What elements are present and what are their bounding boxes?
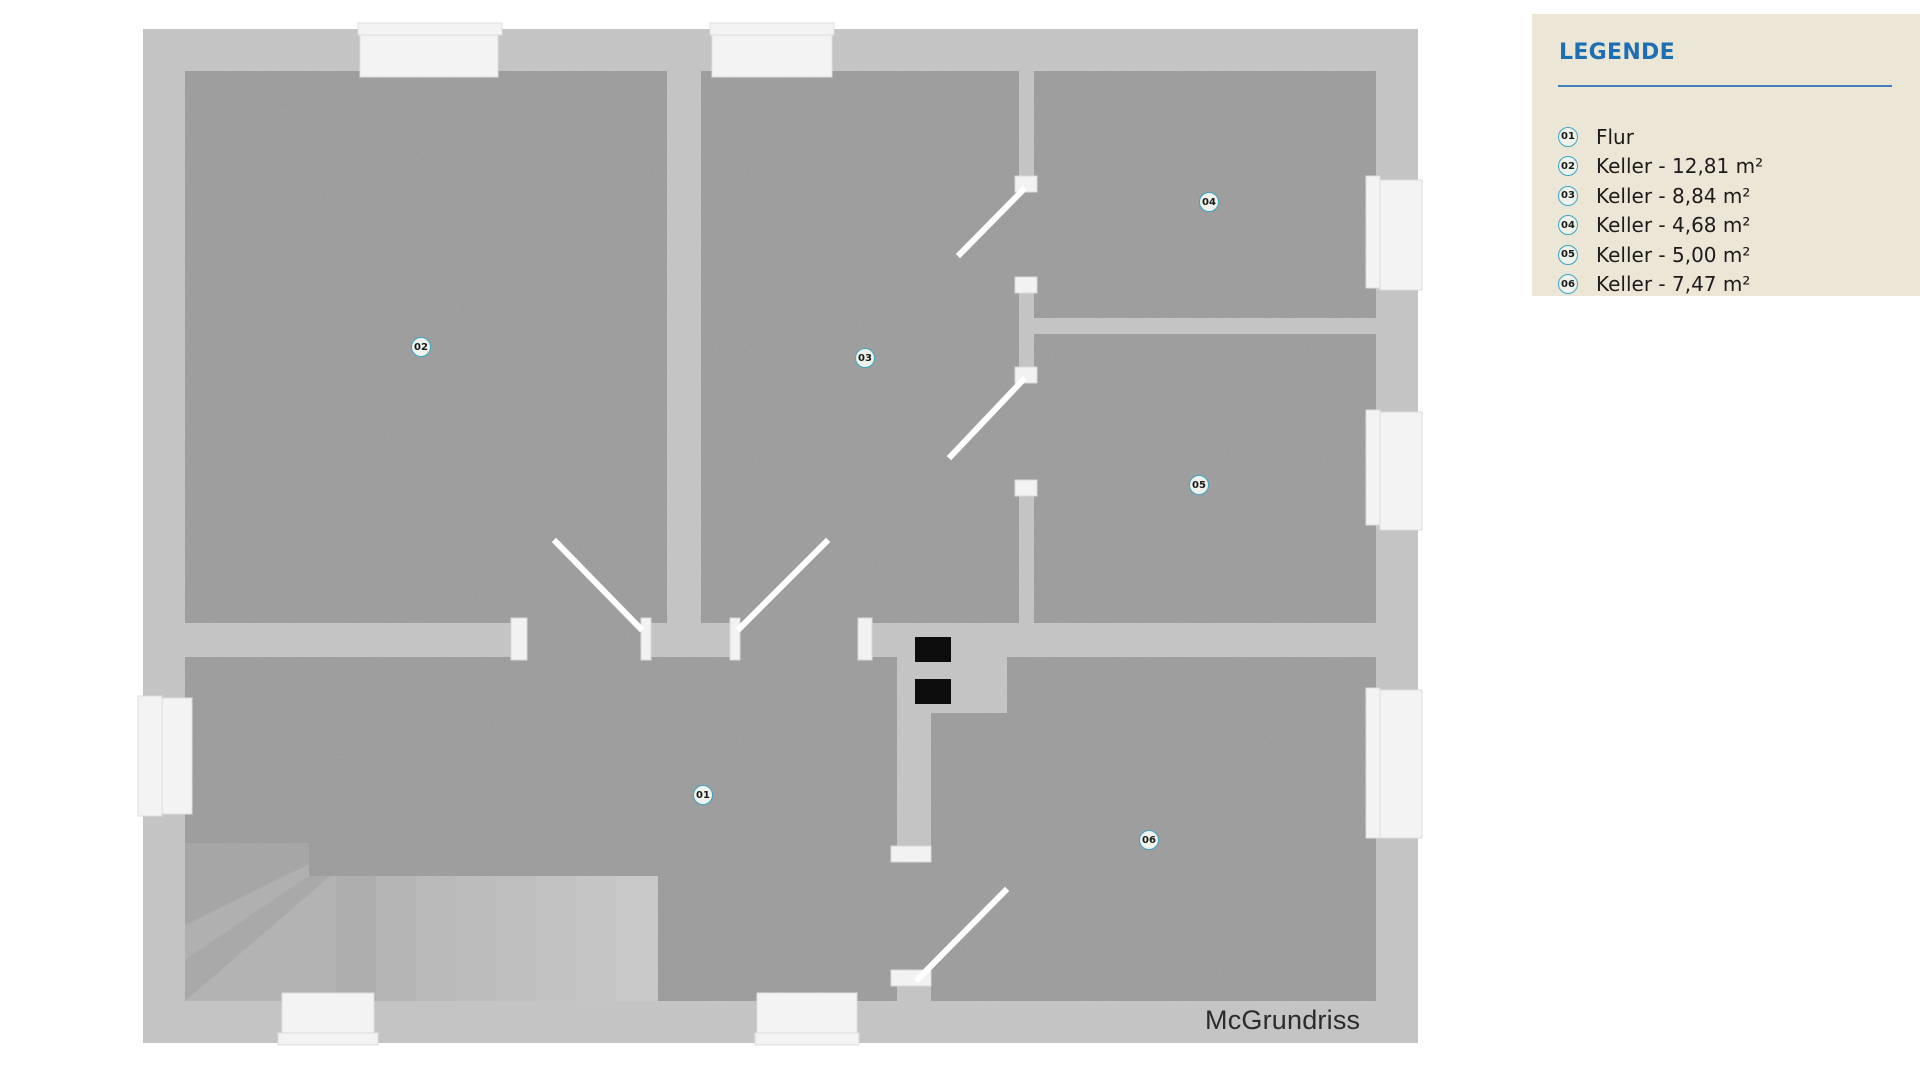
staircase bbox=[185, 843, 658, 1001]
legend-list: 01 Flur 02 Keller - 12,81 m² 03 Keller -… bbox=[1558, 122, 1763, 299]
watermark: McGrundriss bbox=[1205, 1005, 1361, 1035]
chimney-shafts bbox=[915, 637, 951, 704]
legend-item: 04 Keller - 4,68 m² bbox=[1558, 211, 1763, 241]
legend-item-badge: 04 bbox=[1558, 215, 1578, 236]
legend-item-label: Keller - 5,00 m² bbox=[1596, 242, 1751, 267]
legend-item: 03 Keller - 8,84 m² bbox=[1558, 181, 1763, 211]
legend-item-label: Flur bbox=[1596, 124, 1634, 149]
legend-item-badge: 06 bbox=[1558, 274, 1578, 295]
legend-item-badge: 02 bbox=[1558, 156, 1578, 177]
room-badge-04: 04 bbox=[1199, 192, 1219, 212]
legend-item: 02 Keller - 12,81 m² bbox=[1558, 152, 1763, 182]
legend-item-label: Keller - 8,84 m² bbox=[1596, 183, 1751, 208]
legend-item: 05 Keller - 5,00 m² bbox=[1558, 240, 1763, 270]
legend-item-label: Keller - 7,47 m² bbox=[1596, 272, 1751, 297]
legend-item-label: Keller - 12,81 m² bbox=[1596, 154, 1764, 179]
legend-item-label: Keller - 4,68 m² bbox=[1596, 213, 1751, 238]
legend-item-badge: 05 bbox=[1558, 244, 1578, 265]
room-badge-01: 01 bbox=[693, 785, 713, 805]
room-badge-06: 06 bbox=[1139, 830, 1159, 850]
room-badge-03: 03 bbox=[855, 348, 875, 368]
legend-item: 06 Keller - 7,47 m² bbox=[1558, 270, 1763, 300]
legend-item-badge: 03 bbox=[1558, 185, 1578, 206]
door-leaves bbox=[551, 185, 1028, 984]
room-badge-05: 05 bbox=[1189, 475, 1209, 495]
legend-item: 01 Flur bbox=[1558, 122, 1763, 152]
windows bbox=[137, 22, 1423, 1046]
legend-title: LEGENDE bbox=[1559, 40, 1675, 65]
floor-plan bbox=[137, 22, 1423, 1046]
room-badge-02: 02 bbox=[411, 337, 431, 357]
door-jambs bbox=[510, 175, 1038, 987]
legend-item-badge: 01 bbox=[1558, 126, 1578, 147]
legend-divider bbox=[1558, 85, 1892, 87]
legend-panel: LEGENDE 01 Flur 02 Keller - 12,81 m² 03 … bbox=[1532, 14, 1920, 296]
interior-walls bbox=[185, 71, 1376, 1001]
